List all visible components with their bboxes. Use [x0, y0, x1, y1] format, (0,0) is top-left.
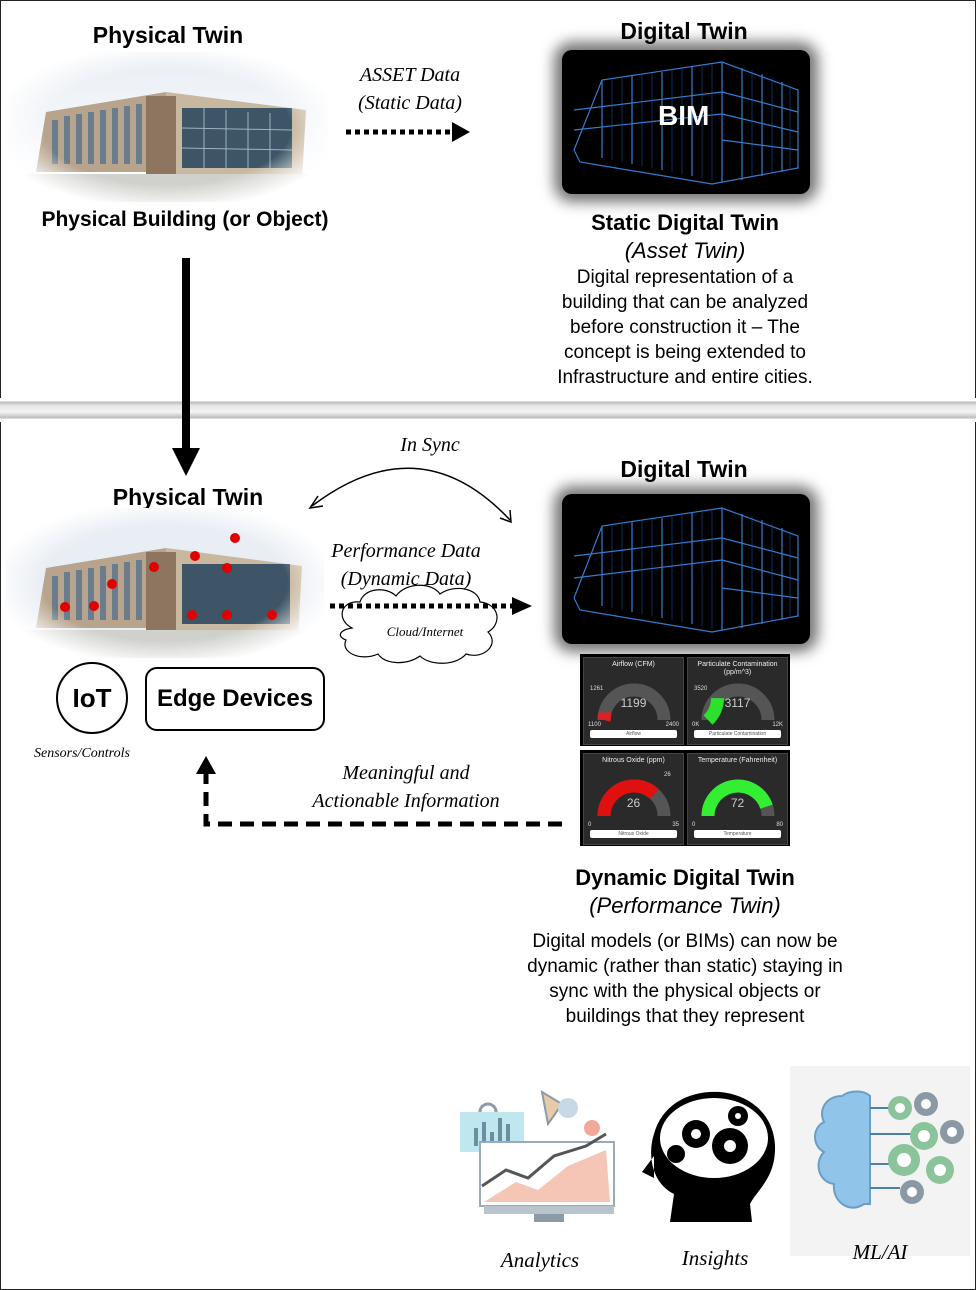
gauge-value: 72: [730, 796, 745, 810]
actionable-info-arrowhead: [196, 756, 216, 774]
top-digital-twin-title: Digital Twin: [620, 18, 748, 44]
bottom-physical-building-image: [6, 508, 324, 658]
gauge-title: Temperature (Fahrenheit): [697, 757, 778, 764]
gauge-value: 26: [626, 796, 641, 810]
asset-twin-subtitle: (Asset Twin): [624, 238, 746, 263]
bottom-physical-twin-title: Physical Twin: [112, 484, 264, 510]
gauge-value: 1199: [620, 696, 647, 710]
dynamic-bim-model-image: [562, 494, 810, 644]
top-physical-twin-title: Physical Twin: [92, 22, 244, 48]
bim-label: BIM: [658, 100, 710, 131]
dynamic-desc-line: dynamic (rather than static) staying in: [527, 956, 843, 977]
meaningful-label: Meaningful and: [342, 762, 470, 784]
asset-data-label: ASSET Data: [359, 64, 461, 86]
gauge-value: 3117: [724, 696, 751, 710]
in-sync-arrow: [311, 467, 511, 521]
dynamic-twin-description: Digital models (or BIMs) can now be dyna…: [490, 929, 880, 1029]
bottom-digital-twin-title: Digital Twin: [620, 456, 748, 482]
gauge-footer: Airflow: [590, 730, 677, 738]
gauge-min: 0: [692, 822, 696, 828]
static-twin-description: Digital representation of a building tha…: [520, 265, 850, 390]
gauge-min: 0K: [692, 722, 700, 728]
static-data-label: (Static Data): [358, 92, 462, 114]
gauge-max: 80: [776, 822, 783, 828]
dynamic-data-label: (Dynamic Data): [340, 568, 472, 590]
gauge-footer: Particulate Contamination: [694, 730, 781, 738]
dynamic-desc-line: sync with the physical objects or: [549, 981, 821, 1002]
gauge-marker: 26: [664, 772, 671, 778]
top-physical-building-image: [6, 52, 328, 202]
iot-circle: IoT: [56, 662, 128, 734]
ml-ai-brain-icon: [814, 1090, 964, 1209]
static-desc-line: concept is being extended to: [564, 342, 806, 363]
bim-model-image: BIM: [562, 50, 810, 194]
sensors-controls-label: Sensors/Controls: [34, 746, 130, 761]
edge-devices-box: Edge Devices: [145, 667, 325, 731]
analytics-icon: [460, 1089, 615, 1222]
performance-twin-subtitle: (Performance Twin): [589, 893, 781, 918]
static-desc-line: Digital representation of a: [576, 267, 794, 288]
section-divider: [0, 398, 976, 422]
actionable-information-label: Actionable Information: [312, 790, 500, 812]
gauge-footer: Nitrous Oxide: [590, 830, 677, 838]
gauge-title: Nitrous Oxide (ppm): [602, 757, 665, 764]
gauge-min: 0: [588, 822, 592, 828]
gauge-max: 12K: [772, 722, 783, 728]
static-desc-line: before construction it – The: [570, 317, 800, 338]
gauge-widget: Particulate Contamination (pp/m^3) 3117 0K…: [687, 657, 788, 745]
gauge-max: 2400: [665, 722, 679, 728]
gauge-min: 1100: [588, 722, 601, 728]
dynamic-desc-line: buildings that they represent: [565, 1006, 805, 1027]
physical-down-arrowhead: [172, 448, 200, 476]
analytics-label: Analytics: [500, 1248, 580, 1272]
gauge-title: Airflow (CFM): [612, 661, 655, 668]
gauge-marker: 1261: [590, 686, 604, 692]
dynamic-digital-twin-title: Dynamic Digital Twin: [575, 865, 795, 890]
static-desc-line: Infrastructure and entire cities.: [557, 367, 813, 388]
gauge-title: Particulate Contamination (pp/m^3): [697, 661, 778, 676]
dynamic-desc-line: Digital models (or BIMs) can now be: [532, 931, 838, 952]
asset-data-arrowhead: [452, 122, 470, 142]
insights-label: Insights: [681, 1246, 749, 1270]
static-digital-twin-title: Static Digital Twin: [591, 210, 779, 235]
performance-data-label: Performance Data: [331, 540, 481, 562]
insights-head-icon: [642, 1091, 776, 1222]
gauge-footer: Temperature: [694, 830, 781, 838]
cloud-internet-label: Cloud/Internet: [386, 624, 464, 639]
gauge-max: 35: [672, 822, 679, 828]
in-sync-label: In Sync: [400, 434, 460, 456]
ml-ai-label: ML/AI: [852, 1240, 908, 1264]
static-desc-line: building that can be analyzed: [561, 292, 809, 313]
sensor-dots: [60, 533, 277, 620]
physical-building-caption: Physical Building (or Object): [41, 208, 329, 231]
gauge-marker: 3520: [694, 686, 708, 692]
performance-data-arrowhead: [512, 597, 532, 615]
actionable-info-arrow: [203, 774, 562, 827]
